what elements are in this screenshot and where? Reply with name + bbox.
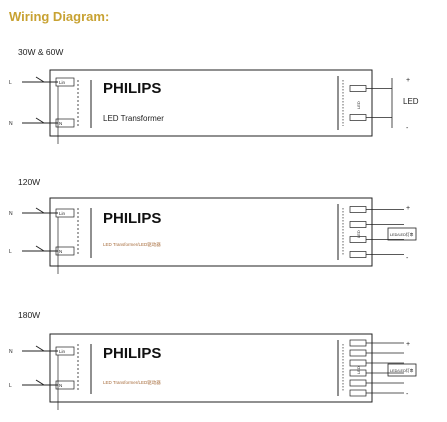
input-pin-box xyxy=(55,346,75,356)
brand-name: PHILIPS xyxy=(103,80,161,97)
section-label: 120W xyxy=(18,177,40,187)
terminal-label: N xyxy=(9,211,13,217)
section-label: 180W xyxy=(18,310,40,320)
load-label: LED/LED灯串 xyxy=(390,368,414,373)
switch-blade-1 xyxy=(35,76,45,83)
output-plus: + xyxy=(406,77,410,84)
output-plus: + xyxy=(406,341,410,348)
output-minus: - xyxy=(406,125,409,132)
led-pin-text: LED xyxy=(356,101,361,109)
brand-name: PHILIPS xyxy=(103,210,161,227)
input-pin-label: N xyxy=(59,121,62,126)
driver-box xyxy=(49,69,373,137)
input-pin-box xyxy=(55,77,75,87)
led-pin-text: LED xyxy=(356,366,361,374)
product-name: LED Transformer/LED驱动器 xyxy=(103,379,161,386)
input-pin-box xyxy=(55,208,75,218)
brand-name: PHILIPS xyxy=(103,345,161,362)
switch-blade-1 xyxy=(35,345,45,352)
input-pin-box xyxy=(55,380,75,390)
load-label: LED/LED灯串 xyxy=(390,232,414,237)
output-pin-box xyxy=(349,349,367,357)
load-box xyxy=(387,227,417,241)
terminal-label: N xyxy=(9,349,13,355)
output-pin-box xyxy=(349,221,367,228)
driver-box xyxy=(49,197,373,267)
wiring-diagram-title: Wiring Diagram: xyxy=(9,9,110,24)
input-pin-box xyxy=(55,118,75,128)
output-pin-box xyxy=(349,251,367,258)
output-pin-box xyxy=(349,379,367,387)
input-pin-label: N xyxy=(59,383,62,388)
load-box xyxy=(387,363,417,377)
driver-box xyxy=(49,333,373,403)
input-pin-box xyxy=(55,246,75,256)
output-minus: - xyxy=(406,255,409,262)
input-pin-label: N xyxy=(59,249,62,254)
terminal-label: L xyxy=(9,383,12,389)
input-pin-label: Lin xyxy=(59,80,66,85)
output-pin-box xyxy=(349,85,367,92)
switch-blade-2 xyxy=(35,117,45,124)
terminal-label: L xyxy=(9,249,12,255)
led-pin-text: LED xyxy=(356,230,361,238)
terminal-label: L xyxy=(9,80,12,86)
product-name: LED Transformer/LED驱动器 xyxy=(103,241,161,248)
output-pin-box xyxy=(349,206,367,213)
switch-blade-1 xyxy=(35,207,45,214)
input-pin-label: Lin xyxy=(59,211,66,216)
terminal-label: N xyxy=(9,121,13,127)
switch-blade-2 xyxy=(35,379,45,386)
product-name: LED Transformer xyxy=(103,114,164,123)
output-minus: - xyxy=(406,391,409,398)
section-label: 30W & 60W xyxy=(18,47,63,57)
output-plus: + xyxy=(406,205,410,212)
output-pin-box xyxy=(349,389,367,397)
output-pin-box xyxy=(349,114,367,121)
switch-blade-2 xyxy=(35,245,45,252)
load-label: LED xyxy=(403,97,419,106)
output-pin-box xyxy=(349,359,367,367)
output-pin-box xyxy=(349,339,367,347)
input-pin-label: Lin xyxy=(59,349,66,354)
